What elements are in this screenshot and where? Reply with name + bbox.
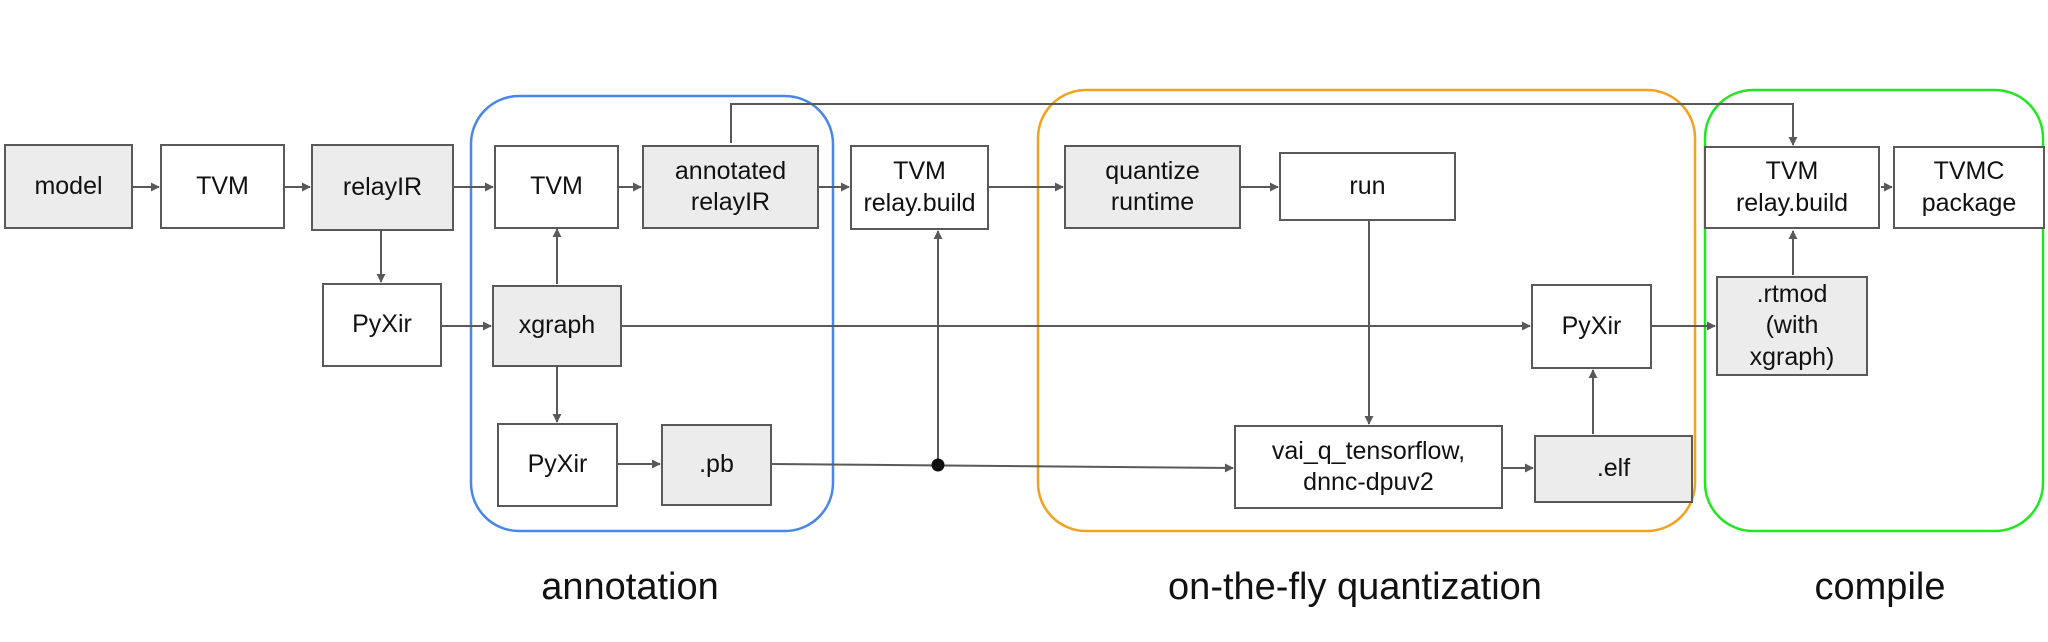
node-pyxir-quantize: PyXir	[497, 423, 618, 507]
node-tvm-frontend: TVM	[160, 144, 285, 229]
compile-group-frame	[1703, 88, 2045, 533]
node-vai-q-tensorflow: vai_q_tensorflow, dnnc-dpuv2	[1234, 425, 1503, 509]
node-tvm-relay-build: TVM relay.build	[850, 145, 989, 230]
edge-junction-dot	[931, 458, 945, 472]
node-pb: .pb	[661, 424, 772, 506]
node-quantize-runtime: quantize runtime	[1064, 145, 1241, 229]
node-elf: .elf	[1534, 435, 1693, 503]
node-tvm-annotation: TVM	[494, 145, 619, 229]
node-tvm-relay-build-compile: TVM relay.build	[1704, 146, 1880, 229]
node-relayir: relayIR	[311, 144, 454, 231]
node-annotated-relayir: annotated relayIR	[642, 145, 819, 229]
node-pyxir-partition: PyXir	[322, 283, 442, 367]
node-model: model	[4, 144, 133, 229]
compile-group-label: compile	[1814, 566, 1946, 608]
node-xgraph: xgraph	[492, 285, 622, 367]
node-rtmod: .rtmod (with xgraph)	[1716, 276, 1868, 376]
node-tvmc-package: TVMC package	[1893, 146, 2045, 229]
edge-annotated-to-compile-relay-build	[730, 103, 1798, 146]
node-run: run	[1279, 152, 1456, 221]
annotation-group-label: annotation	[541, 566, 719, 608]
quantization-group-frame	[1036, 88, 1697, 533]
quantization-group-label: on-the-fly quantization	[1168, 566, 1542, 608]
node-pyxir-build: PyXir	[1531, 284, 1652, 369]
edge-pb-to-vai-q	[771, 463, 1234, 473]
annotation-group-frame	[469, 94, 835, 533]
